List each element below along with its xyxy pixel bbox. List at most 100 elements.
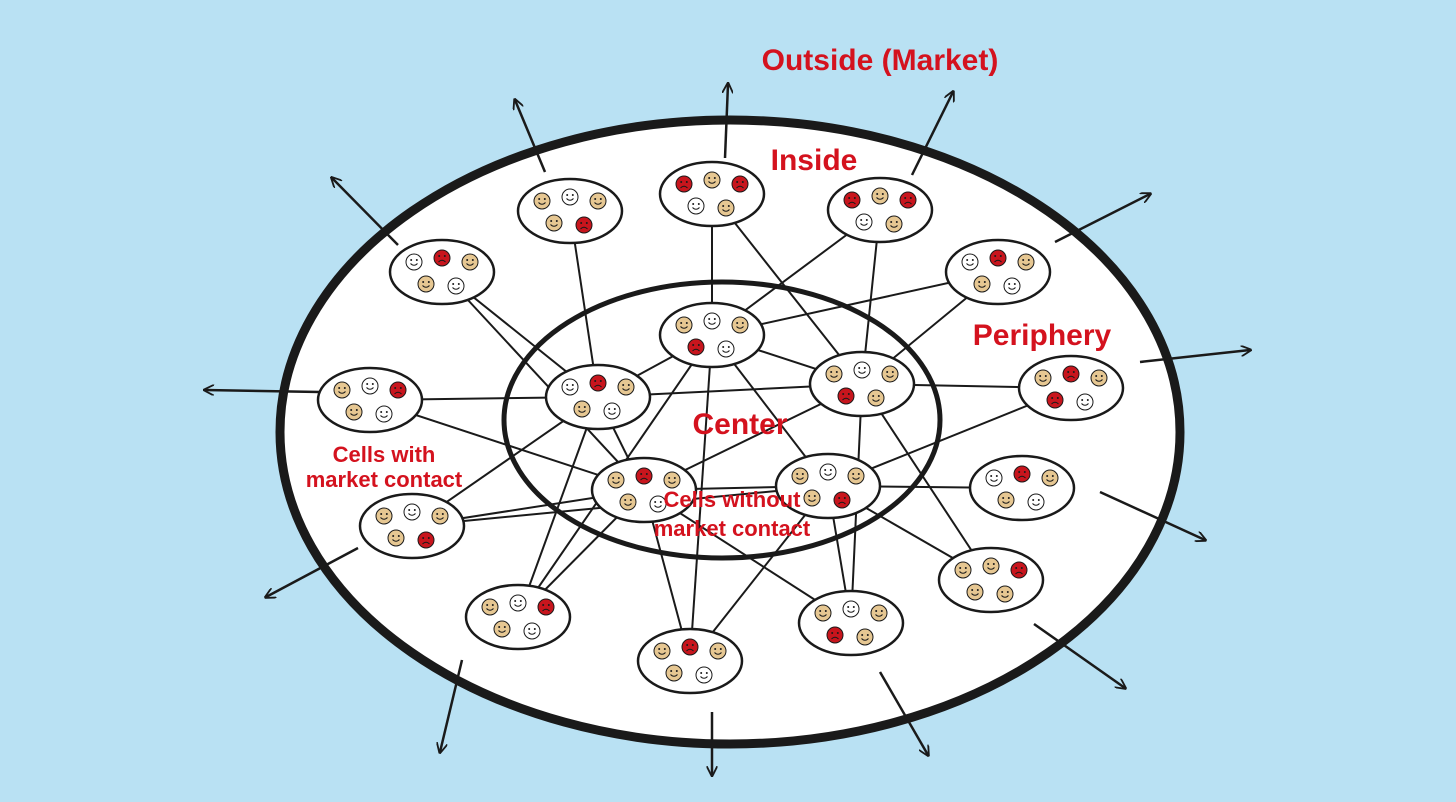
smiley-face-icon [814,604,832,622]
smiley-face-icon [405,253,423,271]
cell-periphery [388,238,496,306]
market-arrow [1139,350,1250,364]
smiley-face-icon [819,463,837,481]
market-arrow [515,100,547,173]
cell-center [808,350,916,418]
smiley-face-icon [717,340,735,358]
cells-without-market-contact-label-line1: Cells without [664,487,802,512]
sad-face-icon [1013,465,1031,483]
smiley-face-icon [447,277,465,295]
smiley-face-icon [589,192,607,210]
smiley-face-icon [649,495,667,513]
inside-label: Inside [771,144,858,177]
smiley-face-icon [345,403,363,421]
market-arrow [266,546,359,597]
smiley-face-icon [870,604,888,622]
cells-without-market-contact-label-line2: market contact [654,516,811,541]
smiley-face-icon [791,467,809,485]
cell-connection [517,396,599,618]
smiley-face-icon [533,192,551,210]
smiley-face-icon [617,378,635,396]
sad-face-icon [989,249,1007,267]
smiley-face-icon [1041,469,1059,487]
smiley-face-icon [561,378,579,396]
smiley-face-icon [996,585,1014,603]
smiley-face-icon [523,622,541,640]
sad-face-icon [1062,365,1080,383]
smiley-face-icon [403,503,421,521]
smiley-face-icon [461,253,479,271]
market-arrow [1054,194,1150,244]
smiley-face-icon [663,471,681,489]
outside-market-label: Outside (Market) [762,44,999,77]
smiley-face-icon [417,275,435,293]
smiley-face-icon [856,628,874,646]
smiley-face-icon [431,507,449,525]
sad-face-icon [389,381,407,399]
smiley-face-icon [1017,253,1035,271]
smiley-face-icon [966,583,984,601]
market-arrow [910,92,953,176]
smiley-face-icon [997,491,1015,509]
cells-with-market-contact-label-line2: market contact [306,467,463,492]
sad-face-icon [537,598,555,616]
cell-center [590,456,698,524]
sad-face-icon [1046,391,1064,409]
center-label: Center [692,408,787,441]
smiley-face-icon [717,199,735,217]
smiley-face-icon [1003,277,1021,295]
cell-periphery [944,238,1052,306]
smiley-face-icon [387,529,405,547]
smiley-face-icon [665,664,683,682]
cell-periphery [1017,354,1125,422]
smiley-face-icon [603,402,621,420]
cell-periphery [658,160,766,228]
smiley-face-icon [653,642,671,660]
cell-center [774,452,882,520]
smiley-face-icon [703,171,721,189]
smiley-face-icon [871,187,889,205]
smiley-face-icon [709,642,727,660]
sad-face-icon [675,175,693,193]
sad-face-icon [1010,561,1028,579]
smiley-face-icon [803,489,821,507]
smiley-face-icon [333,381,351,399]
sad-face-icon [417,531,435,549]
smiley-face-icon [867,389,885,407]
periphery-label: Periphery [973,319,1112,352]
sad-face-icon [731,175,749,193]
cell-center [544,363,652,431]
smiley-face-icon [985,469,1003,487]
smiley-face-icon [375,507,393,525]
center-zone [501,279,943,561]
smiley-face-icon [545,214,563,232]
cells-with-market-contact-label-line1: Cells with [333,442,436,467]
smiley-face-icon [703,312,721,330]
market-arrow [332,178,399,246]
cell-periphery [516,177,624,245]
smiley-face-icon [954,561,972,579]
smiley-face-icon [1027,493,1045,511]
cell-periphery [797,589,905,657]
smiley-face-icon [961,253,979,271]
sad-face-icon [833,491,851,509]
smiley-face-icon [853,361,871,379]
smiley-face-icon [509,594,527,612]
market-arrow [725,84,728,159]
cell-periphery [636,627,744,695]
market-arrow [1033,622,1125,688]
smiley-face-icon [1076,393,1094,411]
cell-periphery [464,583,572,651]
smiley-face-icon [695,666,713,684]
sad-face-icon [826,626,844,644]
smiley-face-icon [687,197,705,215]
market-arrow [878,671,928,755]
sad-face-icon [687,338,705,356]
smiley-face-icon [881,365,899,383]
smiley-face-icon [982,557,1000,575]
cell-periphery [316,366,424,434]
smiley-face-icon [607,471,625,489]
smiley-face-icon [825,365,843,383]
sad-face-icon [837,387,855,405]
